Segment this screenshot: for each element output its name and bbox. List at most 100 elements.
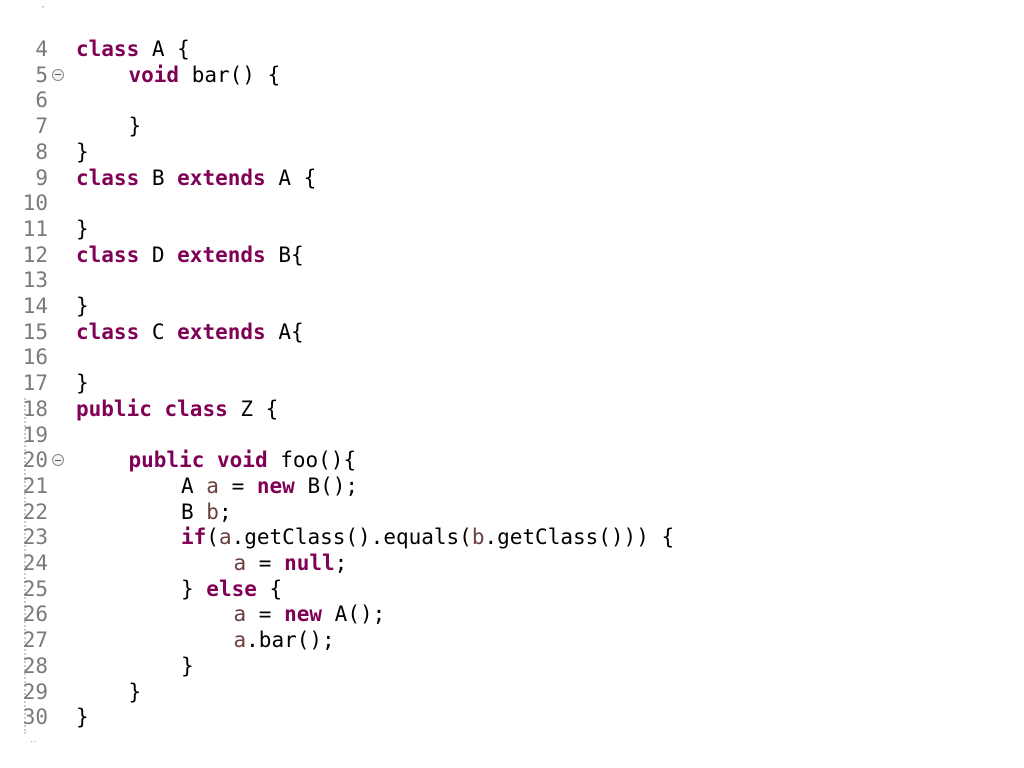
keyword-token: new bbox=[284, 602, 323, 627]
line-code: } bbox=[76, 140, 89, 166]
code-line[interactable]: 10 bbox=[0, 191, 1024, 217]
code-token: B{ bbox=[265, 242, 304, 267]
code-token bbox=[152, 397, 165, 421]
line-code: if(a.getClass().equals(b.getClass())) { bbox=[181, 525, 674, 551]
line-number: 6 bbox=[35, 88, 48, 113]
line-code: } bbox=[76, 294, 89, 320]
code-token: .getClass())) { bbox=[484, 525, 675, 550]
line-number: 7 bbox=[35, 114, 48, 139]
line-code: public void foo(){ bbox=[129, 448, 357, 474]
code-token: ; bbox=[218, 499, 232, 524]
code-token: } bbox=[181, 576, 207, 601]
line-number: 16 bbox=[22, 345, 48, 370]
collapse-minus-icon[interactable] bbox=[52, 454, 64, 467]
line-code: B b; bbox=[181, 500, 232, 526]
line-code: a.bar(); bbox=[234, 628, 335, 654]
keyword-token: extends bbox=[177, 242, 266, 267]
code-line[interactable]: 28} bbox=[0, 654, 1024, 680]
code-token: { bbox=[256, 576, 283, 601]
line-code: a = null; bbox=[234, 551, 348, 577]
keyword-token: class bbox=[76, 242, 140, 267]
line-number: 17 bbox=[22, 371, 48, 396]
variable-token: b bbox=[206, 499, 219, 524]
change-ruler bbox=[24, 398, 28, 734]
code-line[interactable]: 13 bbox=[0, 268, 1024, 294]
code-token: } bbox=[128, 114, 142, 139]
line-code: void bar() { bbox=[129, 63, 281, 89]
code-token: ; bbox=[334, 551, 348, 575]
keyword-token: null bbox=[284, 551, 335, 575]
code-token: Z { bbox=[227, 396, 279, 421]
line-number: 11 bbox=[22, 216, 48, 241]
line-number: 30 bbox=[22, 705, 48, 730]
code-token: } bbox=[76, 371, 89, 396]
code-token: B bbox=[139, 165, 178, 190]
line-code: } else { bbox=[181, 577, 282, 603]
collapse-minus-icon[interactable] bbox=[52, 68, 64, 81]
variable-token: a bbox=[206, 473, 219, 498]
keyword-token: class bbox=[76, 319, 140, 344]
code-token: C bbox=[139, 319, 178, 344]
line-code: class D extends B{ bbox=[76, 243, 304, 269]
line-number: 8 bbox=[35, 139, 48, 164]
code-line[interactable]: 11} bbox=[0, 217, 1024, 243]
code-token bbox=[204, 448, 217, 472]
line-number: 15 bbox=[22, 319, 48, 344]
keyword-token: void bbox=[217, 448, 268, 473]
variable-token: a bbox=[233, 628, 247, 653]
code-line[interactable]: 30} bbox=[0, 705, 1024, 731]
line-code: } bbox=[181, 654, 194, 680]
code-line[interactable]: 25} else { bbox=[0, 577, 1024, 603]
code-token: D bbox=[139, 242, 178, 267]
code-line[interactable]: 14} bbox=[0, 294, 1024, 320]
code-token: = bbox=[246, 602, 285, 627]
code-token: foo(){ bbox=[267, 448, 357, 473]
keyword-token: new bbox=[256, 473, 295, 498]
code-line[interactable]: 12 class D extends B{ bbox=[0, 243, 1024, 269]
line-number: 13 bbox=[22, 268, 48, 293]
cut-off-top-line: · bbox=[40, 2, 47, 13]
keyword-token: else bbox=[206, 576, 257, 601]
code-line[interactable]: 24 a = null; bbox=[0, 551, 1024, 577]
code-token: ( bbox=[206, 525, 219, 550]
line-number: 12 bbox=[22, 242, 48, 267]
variable-token: b bbox=[471, 525, 485, 550]
code-token: } bbox=[181, 653, 194, 678]
code-line[interactable]: 7} bbox=[0, 114, 1024, 140]
code-line[interactable]: 6 bbox=[0, 88, 1024, 114]
code-line[interactable]: 17} bbox=[0, 371, 1024, 397]
line-code: class A { bbox=[76, 37, 190, 63]
line-number: 10 bbox=[22, 191, 48, 216]
line-code: } bbox=[129, 114, 142, 140]
keyword-token: void bbox=[128, 62, 180, 87]
variable-token: a bbox=[233, 551, 247, 575]
line-number: 23 bbox=[22, 525, 48, 550]
code-line[interactable]: 8} bbox=[0, 140, 1024, 166]
code-token: } bbox=[76, 294, 89, 318]
line-number: 21 bbox=[22, 473, 48, 498]
code-line[interactable]: 16 bbox=[0, 345, 1024, 371]
line-number: 24 bbox=[22, 551, 48, 575]
line-code: } bbox=[129, 680, 142, 706]
keyword-token: class bbox=[164, 396, 228, 421]
line-number: 29 bbox=[22, 679, 48, 704]
code-token: A bbox=[181, 473, 207, 498]
code-line[interactable]: 29} bbox=[0, 680, 1024, 706]
code-line[interactable]: 19 bbox=[0, 423, 1024, 449]
code-token: A { bbox=[139, 37, 190, 61]
cut-off-bottom-line: ‥ bbox=[30, 734, 37, 745]
line-code: a = new A(); bbox=[234, 602, 386, 628]
code-token: .bar(); bbox=[246, 628, 335, 653]
